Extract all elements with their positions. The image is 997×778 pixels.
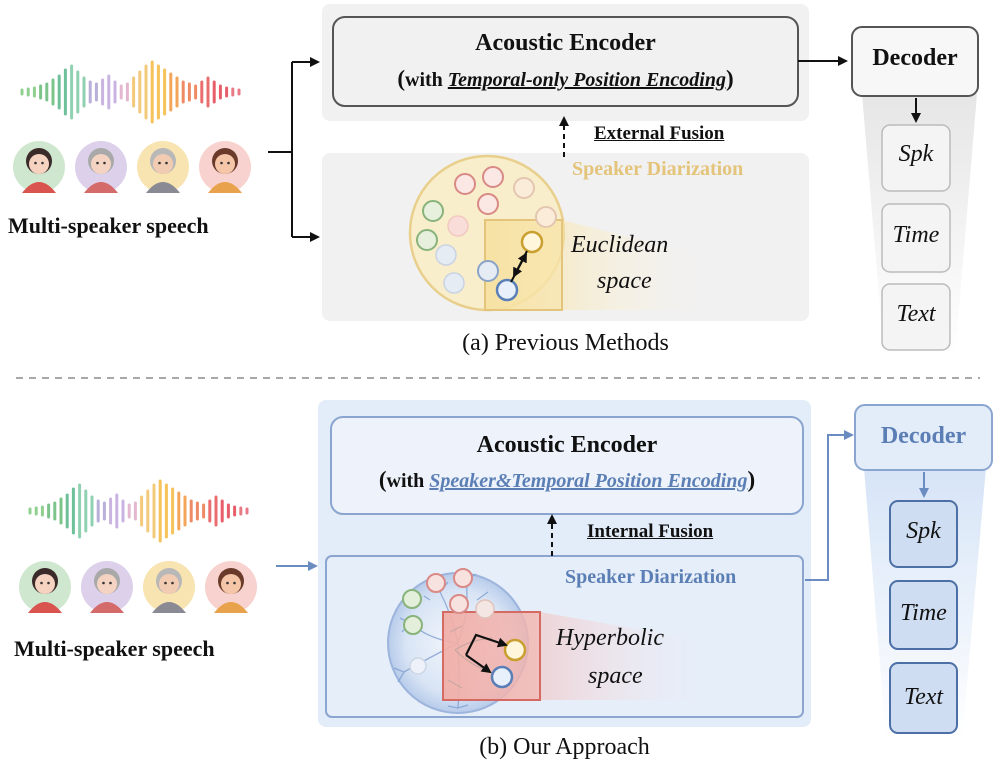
decoder-title-top: Decoder [872, 45, 958, 71]
acoustic-encoder-box-bottom [330, 416, 804, 515]
waveform-icon-bottom [28, 479, 249, 543]
encoder-subtitle-top: (with Temporal-only Position Encoding) [397, 66, 734, 91]
output-time-bottom: Time [900, 600, 947, 626]
hyperbolic-zoom-box [442, 611, 541, 701]
avatar-face [29, 154, 49, 174]
diarization-to-decoder-arrow [805, 430, 854, 581]
avatar-shirt [214, 602, 248, 613]
distance-arrow-euclidean [510, 250, 528, 283]
embedding-points-top [416, 166, 557, 302]
caption-bottom: (b) Our Approach [479, 734, 650, 760]
output-box-text-top [881, 283, 951, 351]
encoder-title-top: Acoustic Encoder [475, 30, 656, 56]
avatar-face [221, 574, 241, 594]
diarization-label-top: Speaker Diarization [572, 158, 744, 180]
avatar-shirt [90, 602, 124, 613]
space-label-top-line1: Euclidean [571, 232, 669, 258]
avatar-eye [227, 161, 230, 165]
avatar-shirt [22, 182, 56, 193]
output-time-top: Time [892, 222, 940, 248]
encoder-pe-bottom: Speaker&Temporal Position Encoding [429, 470, 748, 492]
avatar-face [35, 574, 55, 594]
avatar-eye [171, 581, 174, 585]
encoder-title-bottom: Acoustic Encoder [476, 432, 658, 458]
space-label-bottom-line2: space [588, 663, 643, 689]
avatar-shirt [146, 182, 180, 193]
avatar-shirt [152, 602, 186, 613]
avatar-eye [102, 581, 105, 585]
avatar-eye [158, 161, 161, 165]
avatar-face [153, 154, 173, 174]
avatar-eye [96, 161, 99, 165]
avatar-eye [34, 161, 37, 165]
output-box-text-bottom [889, 662, 958, 734]
input-label-top: Multi-speaker speech [8, 213, 209, 238]
waveform-icon-top [20, 60, 241, 124]
space-label-top-line2: space [597, 268, 652, 294]
decoder-box-bottom [854, 404, 993, 471]
embedding-points-bottom [402, 568, 527, 689]
output-box-spk-top [881, 124, 951, 192]
encoder-subtitle-bottom: (with Speaker&Temporal Position Encoding… [378, 467, 756, 492]
decoder-box-top [851, 26, 979, 97]
avatar-shirt [84, 182, 118, 193]
output-text-top: Text [896, 301, 936, 327]
distance-arrow-hyperbolic [465, 633, 508, 674]
avatar-face [215, 154, 235, 174]
encoder-pe-top: Temporal-only Position Encoding [447, 69, 726, 91]
avatar-eye [233, 581, 236, 585]
output-text-bottom: Text [903, 684, 944, 710]
speaker-avatars-top [13, 141, 251, 193]
input-label-bottom: Multi-speaker speech [14, 636, 215, 661]
decoder-title-bottom: Decoder [880, 423, 967, 449]
avatar-eye [109, 581, 112, 585]
avatar-face [97, 574, 117, 594]
avatar-face [91, 154, 111, 174]
avatar-eye [41, 161, 44, 165]
fusion-label-top: External Fusion [594, 123, 725, 144]
space-label-bottom-line1: Hyperbolic [556, 625, 664, 651]
avatar-eye [47, 581, 50, 585]
output-box-time-top [881, 203, 951, 273]
input-split-connector-top [268, 57, 320, 242]
output-box-time-bottom [889, 580, 958, 650]
speaker-avatars-bottom [19, 561, 257, 613]
avatar-shirt [208, 182, 242, 193]
avatar-eye [40, 581, 43, 585]
avatar-eye [103, 161, 106, 165]
output-spk-top: Spk [898, 141, 934, 167]
avatar-shirt [28, 602, 62, 613]
avatar-eye [164, 581, 167, 585]
avatar-eye [165, 161, 168, 165]
avatar-face [159, 574, 179, 594]
avatar-eye [226, 581, 229, 585]
output-spk-bottom: Spk [906, 518, 941, 544]
output-box-spk-bottom [889, 500, 958, 568]
caption-top: (a) Previous Methods [462, 330, 669, 356]
avatar-eye [220, 161, 223, 165]
fusion-label-bottom: Internal Fusion [587, 521, 714, 542]
diarization-label-bottom: Speaker Diarization [565, 566, 737, 588]
